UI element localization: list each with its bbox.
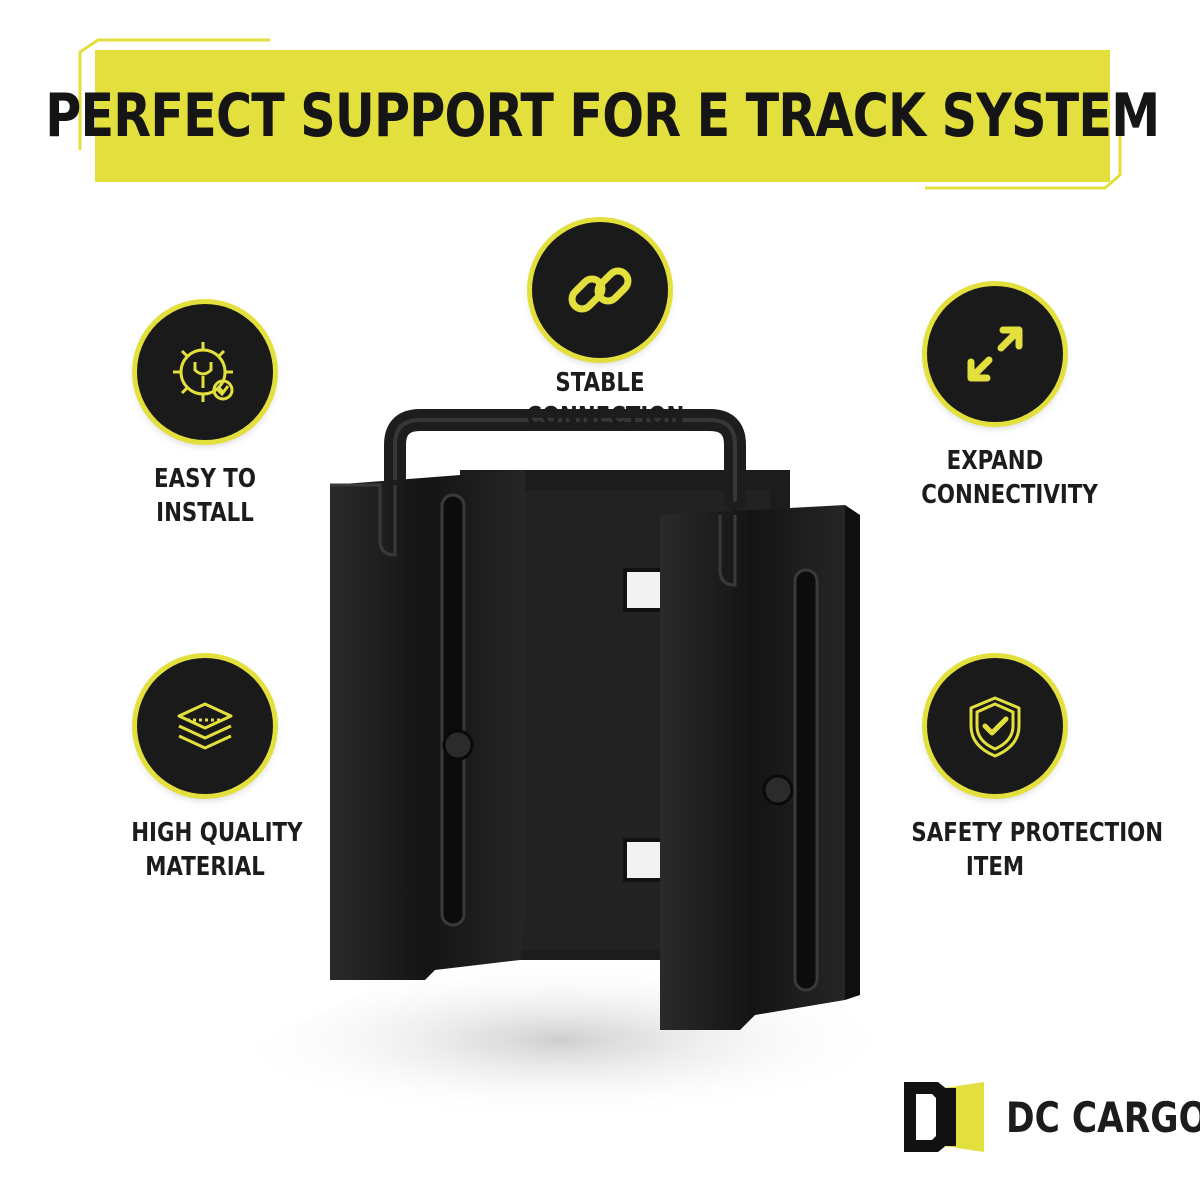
headline-title: PERFECT SUPPORT FOR E TRACK SYSTEM: [45, 81, 1160, 151]
feature-high-quality-material: HIGH QUALITY MATERIAL: [115, 658, 303, 884]
badge-expand-connectivity: [927, 286, 1063, 422]
gear-wrench-check-icon: [173, 342, 234, 402]
feature-label-easy-to-install: EASY TO INSTALL: [154, 464, 256, 528]
dc-cargo-logo-icon: [904, 1082, 984, 1152]
badge-stable-connection: [532, 222, 668, 358]
diagonal-expand-arrows-icon: [967, 326, 1023, 382]
chain-link-icon: [568, 267, 632, 313]
feature-label-stable-connection: STABLE CONNECTION: [526, 368, 685, 432]
feature-label-high-quality-material: HIGH QUALITY MATERIAL: [131, 818, 303, 882]
banner-frame-lines: [78, 38, 1122, 190]
badge-easy-to-install: [137, 304, 273, 440]
brand-name: DC CARGO: [1006, 1092, 1200, 1142]
brand-lockup: DC CARGO: [904, 1082, 1200, 1152]
shield-check-icon: [969, 696, 1021, 758]
feature-easy-to-install: EASY TO INSTALL: [115, 304, 295, 530]
etrack-fitting-product-image: [220, 409, 900, 1120]
headline-banner: PERFECT SUPPORT FOR E TRACK SYSTEM: [45, 50, 1160, 182]
stacked-layers-icon: [177, 702, 233, 750]
feature-safety-protection: SAFETY PROTECTION ITEM: [893, 658, 1164, 884]
feature-expand-connectivity: EXPAND CONNECTIVITY: [905, 286, 1098, 512]
feature-label-expand-connectivity: EXPAND CONNECTIVITY: [921, 446, 1098, 510]
badge-safety-protection: [927, 658, 1063, 794]
badge-high-quality-material: [137, 658, 273, 794]
feature-label-safety-protection: SAFETY PROTECTION ITEM: [911, 818, 1164, 882]
feature-stable-connection: STABLE CONNECTION: [510, 222, 690, 434]
